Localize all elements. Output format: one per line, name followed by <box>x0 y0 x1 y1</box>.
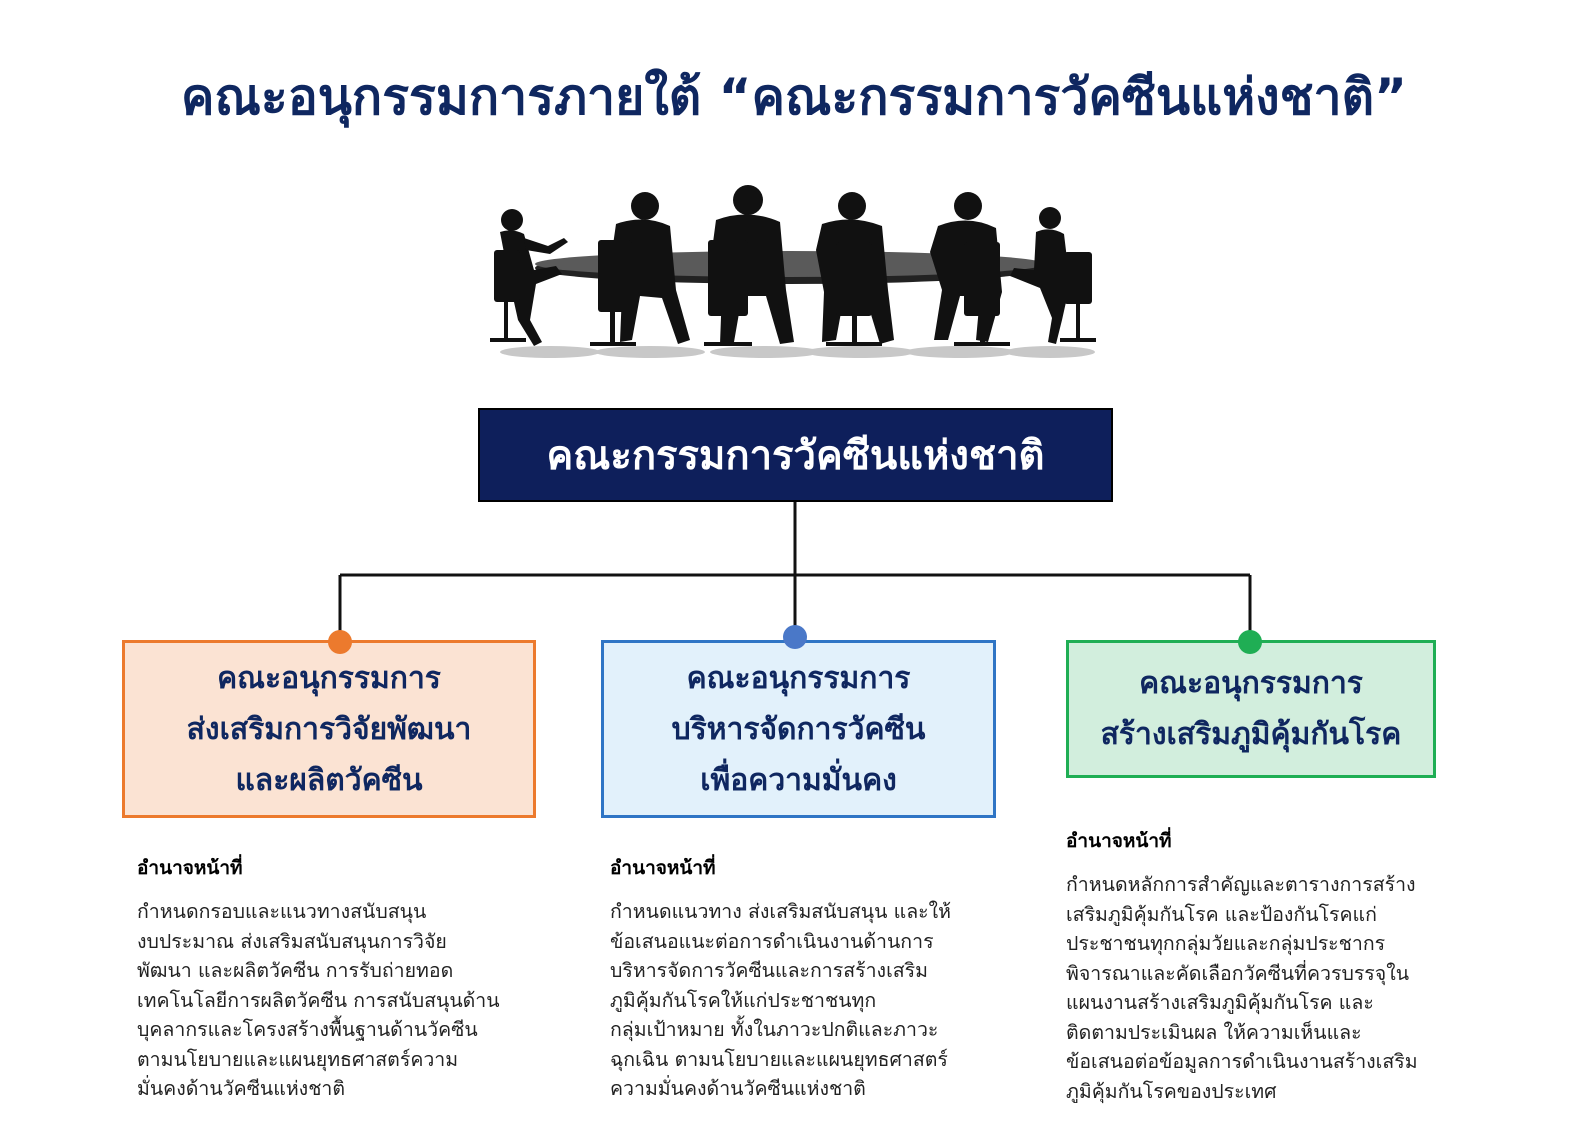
subcommittee-management-box: คณะอนุกรรมการ บริหารจัดการวัคซีน เพื่อคว… <box>601 640 996 818</box>
duty-heading: อำนาจหน้าที่ <box>610 857 716 879</box>
meeting-silhouette-image <box>490 185 1096 358</box>
subcommittee-line: เพื่อความมั่นคง <box>700 762 897 798</box>
duty-line: ข้อเสนอแนะต่อการดำเนินงานด้านการ <box>610 929 934 953</box>
duty-line: ตามนโยบายและแผนยุทธศาสตร์ความ <box>137 1047 459 1071</box>
duty-line: ข้อเสนอต่อข้อมูลการดำเนินงานสร้างเสริม <box>1066 1050 1418 1073</box>
duty-line: ภูมิคุ้มกันโรคให้แก่ประชาชนทุก <box>610 988 877 1012</box>
duty-line: เสริมภูมิคุ้มกันโรค และป้องกันโรคแก่ <box>1066 902 1377 926</box>
duty-line: เทคโนโลยีการผลิตวัคซีน การสนับสนุนด้าน <box>137 988 500 1012</box>
duty-text: กำหนดกรอบและแนวทางสนับสนุน งบประมาณ ส่งเ… <box>137 897 521 1104</box>
subcommittee-line: คณะอนุกรรมการ <box>217 660 441 696</box>
duty-section-management: อำนาจหน้าที่ กำหนดแนวทาง ส่งเสริมสนับสนุ… <box>610 853 994 1104</box>
duty-line: ฉุกเฉิน ตามนโยบายและแผนยุทธศาสตร์ <box>610 1047 948 1071</box>
subcommittee-immunization-box: คณะอนุกรรมการ สร้างเสริมภูมิคุ้มกันโรค <box>1066 640 1436 778</box>
duty-text: กำหนดแนวทาง ส่งเสริมสนับสนุน และให้ ข้อเ… <box>610 897 994 1104</box>
blue-dot <box>783 625 807 649</box>
duty-section-immunization: อำนาจหน้าที่ กำหนดหลักการสำคัญและตารางกา… <box>1066 826 1454 1106</box>
orange-dot <box>328 630 352 654</box>
duty-line: บริหารจัดการวัคซีนและการสร้างเสริม <box>610 959 928 982</box>
duty-line: พิจารณาและคัดเลือกวัคซีนที่ควรบรรจุใน <box>1066 961 1410 985</box>
duty-line: กลุ่มเป้าหมาย ทั้งในภาวะปกติและภาวะ <box>610 1018 939 1041</box>
duty-line: บุคลากรและโครงสร้างพื้นฐานด้านวัคซีน <box>137 1018 478 1041</box>
duty-line: พัฒนา และผลิตวัคซีน การรับถ่ายทอด <box>137 959 454 982</box>
duty-heading: อำนาจหน้าที่ <box>1066 830 1172 852</box>
subcommittee-line: สร้างเสริมภูมิคุ้มกันโรค <box>1100 717 1402 752</box>
subcommittee-research-box: คณะอนุกรรมการ ส่งเสริมการวิจัยพัฒนา และผ… <box>122 640 536 818</box>
subcommittee-line: คณะอนุกรรมการ <box>1139 666 1363 701</box>
duty-line: ภูมิคุ้มกันโรคของประเทศ <box>1066 1079 1277 1103</box>
subcommittee-line: บริหารจัดการวัคซีน <box>671 711 926 747</box>
subcommittee-line: ส่งเสริมการวิจัยพัฒนา <box>186 711 472 747</box>
duty-text: กำหนดหลักการสำคัญและตารางการสร้าง เสริมภ… <box>1066 870 1454 1106</box>
green-dot <box>1238 630 1262 654</box>
duty-line: แผนงานสร้างเสริมภูมิคุ้มกันโรค และ <box>1066 991 1374 1014</box>
subcommittee-line: คณะอนุกรรมการ <box>686 660 911 696</box>
duty-line: ประชาชนทุกกลุ่มวัยและกลุ่มประชากร <box>1066 932 1386 955</box>
duty-heading: อำนาจหน้าที่ <box>137 857 243 879</box>
duty-line: ติดตามประเมินผล ให้ความเห็นและ <box>1066 1020 1362 1044</box>
duty-line: กำหนดกรอบและแนวทางสนับสนุน <box>137 900 427 923</box>
duty-line: ความมั่นคงด้านวัคซีนแห่งชาติ <box>610 1077 866 1100</box>
duty-line: งบประมาณ ส่งเสริมสนับสนุนการวิจัย <box>137 929 447 953</box>
national-vaccine-committee-box: คณะกรรมการวัคซีนแห่งชาติ <box>478 408 1113 502</box>
duty-line: มั่นคงด้านวัคซีนแห่งชาติ <box>137 1077 346 1100</box>
duty-line: กำหนดหลักการสำคัญและตารางการสร้าง <box>1066 873 1416 896</box>
subcommittee-line: และผลิตวัคซีน <box>235 762 423 798</box>
duty-section-research: อำนาจหน้าที่ กำหนดกรอบและแนวทางสนับสนุน … <box>137 853 521 1104</box>
page-title: คณะอนุกรรมการภายใต้ “คณะกรรมการวัคซีนแห่… <box>181 68 1407 126</box>
duty-line: กำหนดแนวทาง ส่งเสริมสนับสนุน และให้ <box>610 900 952 923</box>
